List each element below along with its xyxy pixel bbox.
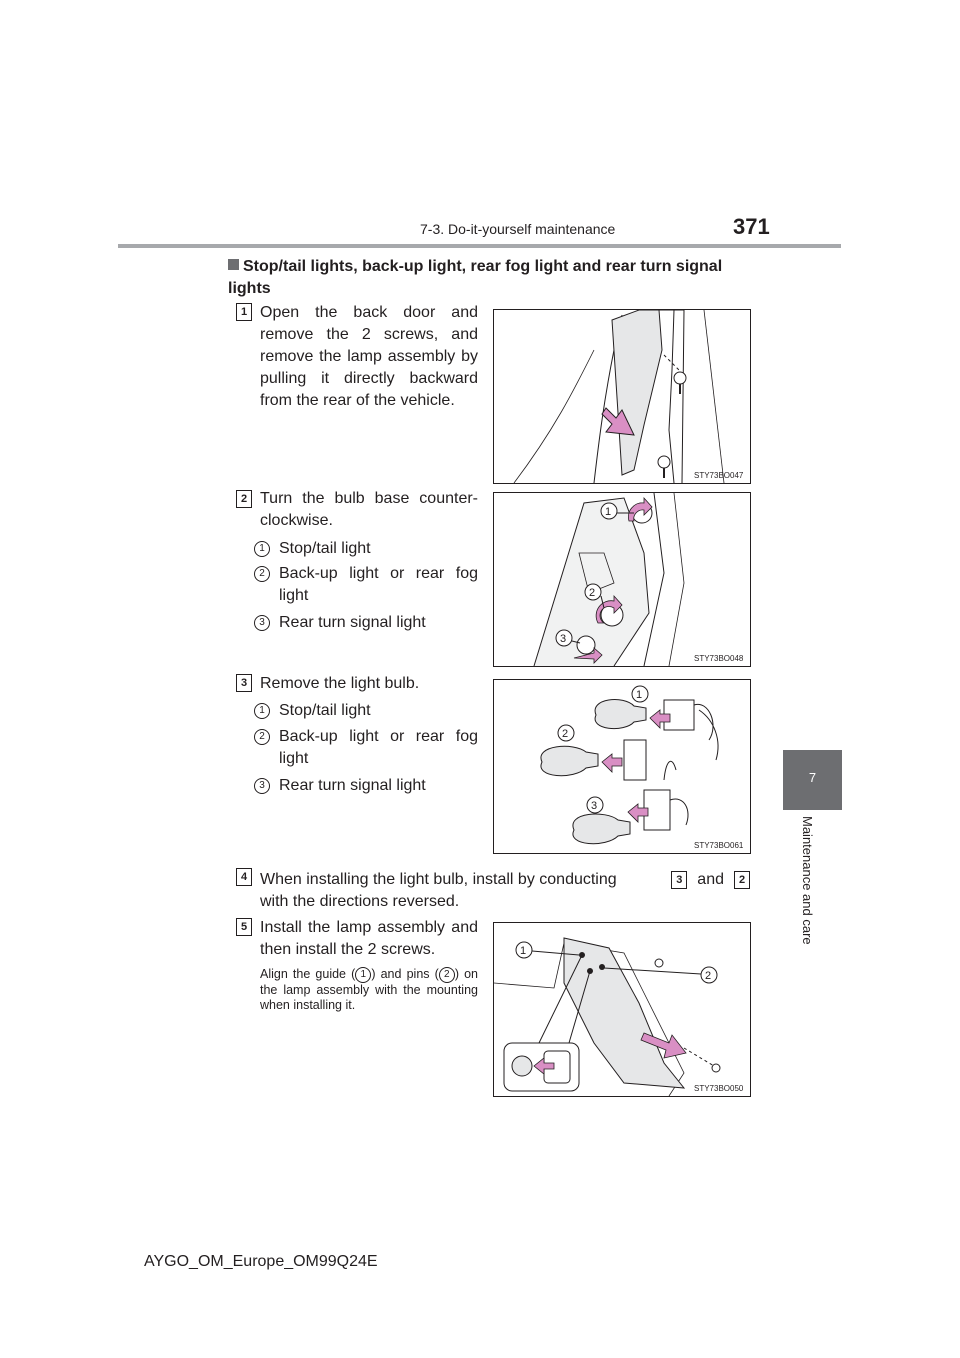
pull-arrow-icon xyxy=(649,709,671,729)
pull-arrow-icon xyxy=(601,407,635,436)
item-label: Rear turn signal light xyxy=(279,614,426,631)
step-3-item-1: 1 Stop/tail light xyxy=(254,700,478,722)
step-4-text-and: and xyxy=(697,871,724,888)
figure-lamp-install: 1 2 STY73BO050 xyxy=(493,922,751,1097)
callout-3: 3 xyxy=(560,633,566,645)
figure-code: STY73BO061 xyxy=(694,841,744,850)
step-2-item-3: 3 Rear turn signal light xyxy=(254,612,478,634)
callout-2: 2 xyxy=(705,970,711,982)
step-5-note: Align the guide (1) and pins (2) on the … xyxy=(260,967,478,1013)
square-bullet-icon xyxy=(228,259,239,270)
callout-1: 1 xyxy=(605,506,611,518)
step-ref-badge: 3 xyxy=(671,871,688,889)
figure-bulb-base: 1 2 3 STY73BO048 xyxy=(493,492,751,667)
step-2-item-1: 1 Stop/tail light xyxy=(254,538,478,560)
page-number: 371 xyxy=(733,214,770,239)
chapter-tab xyxy=(783,750,842,810)
step-badge-3: 3 xyxy=(236,674,252,692)
callout-number: 1 xyxy=(254,703,270,719)
rotate-arrow-icon xyxy=(573,647,603,664)
rotate-arrow-icon xyxy=(628,496,653,522)
step-2-text: Turn the bulb base counter-clockwise. xyxy=(260,490,478,529)
rotate-arrow-icon xyxy=(595,594,623,624)
bulb-icon xyxy=(540,745,599,777)
callout-number: 1 xyxy=(355,967,372,983)
bulb-icon xyxy=(594,699,647,730)
item-label: Stop/tail light xyxy=(279,702,371,719)
section-heading-text: Stop/tail lights, back-up light, rear fo… xyxy=(228,258,723,297)
step-badge-1: 1 xyxy=(236,303,252,321)
chapter-number: 7 xyxy=(808,770,817,785)
step-3-item-3: 3 Rear turn signal light xyxy=(254,775,478,797)
document-footer: AYGO_OM_Europe_OM99Q24E xyxy=(144,1253,378,1270)
callout-number: 2 xyxy=(438,967,455,983)
callout-3: 3 xyxy=(591,800,597,812)
callout-number: 2 xyxy=(254,729,270,745)
item-label: Back-up light or rear fog light xyxy=(279,565,478,604)
pull-arrow-icon xyxy=(601,753,623,773)
chapter-label: Maintenance and care xyxy=(800,816,815,945)
align-arrow-icon xyxy=(533,1057,555,1075)
step-badge-5: 5 xyxy=(236,918,252,936)
screw-icon xyxy=(711,1063,721,1073)
push-arrow-icon xyxy=(640,1032,687,1059)
header-rule xyxy=(118,244,841,248)
step-4-text-start: When installing the light bulb, install … xyxy=(260,871,617,888)
section-title: 7-3. Do-it-yourself maintenance xyxy=(420,221,616,237)
figure-code: STY73BO047 xyxy=(694,471,744,480)
callout-1: 1 xyxy=(636,689,642,701)
note-text: ) and pins ( xyxy=(371,967,439,981)
callout-1: 1 xyxy=(520,945,526,957)
figure-bulb-removal: 1 2 3 STY73BO061 xyxy=(493,679,751,854)
step-badge-2: 2 xyxy=(236,490,252,508)
step-badge-4: 4 xyxy=(236,868,252,886)
figure-code: STY73BO048 xyxy=(694,654,744,663)
step-ref-badge: 2 xyxy=(734,871,750,889)
figure-rear-lamp-removal: STY73BO047 xyxy=(493,309,751,484)
pull-arrow-icon xyxy=(627,803,649,823)
item-label: Rear turn signal light xyxy=(279,777,426,794)
step-4-text: When installing the light bulb, install … xyxy=(260,869,750,913)
callout-number: 1 xyxy=(254,541,270,557)
step-2-item-2: 2 Back-up light or rear fog light xyxy=(254,563,478,607)
step-3-text: Remove the light bulb. xyxy=(260,675,420,692)
bulb-icon xyxy=(572,813,631,845)
callout-2: 2 xyxy=(562,728,568,740)
screw-icon xyxy=(673,371,687,394)
item-label: Stop/tail light xyxy=(279,540,371,557)
step-5-text: Install the lamp assembly and then insta… xyxy=(260,919,478,958)
section-heading: Stop/tail lights, back-up light, rear fo… xyxy=(228,256,768,300)
figure-code: STY73BO050 xyxy=(694,1084,744,1093)
callout-2: 2 xyxy=(589,587,595,599)
callout-number: 2 xyxy=(254,566,270,582)
screw-icon xyxy=(654,958,664,968)
note-text: ) on the lamp assembly with the mounting… xyxy=(260,967,479,1012)
callout-number: 3 xyxy=(254,778,270,794)
step-3-item-2: 2 Back-up light or rear fog light xyxy=(254,726,478,770)
screw-icon xyxy=(657,455,671,478)
note-text: Align the guide ( xyxy=(260,967,356,981)
step-1-text: Open the back door and remove the 2 scre… xyxy=(260,304,478,409)
step-4-text-end: with the directions reversed. xyxy=(260,893,460,910)
item-label: Back-up light or rear fog light xyxy=(279,728,478,767)
callout-number: 3 xyxy=(254,615,270,631)
